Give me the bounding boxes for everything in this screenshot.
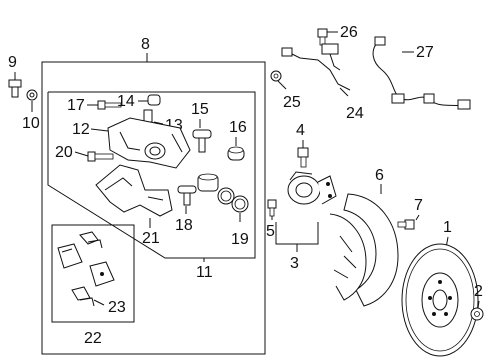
callout-10: 10 [22, 115, 40, 132]
disc-screw-icon [470, 307, 484, 321]
caliper-kit-outline [47, 91, 256, 259]
callout-2: 2 [474, 283, 483, 300]
callout-26: 26 [340, 24, 358, 41]
callout-3: 3 [290, 255, 299, 272]
bracket-bolt-icon [87, 151, 114, 162]
callout-5: 5 [266, 223, 275, 240]
leader-2 [477, 300, 480, 309]
guide-pin-icon [192, 129, 212, 153]
sensor-bolt-icon [317, 28, 328, 46]
callout-23: 23 [108, 299, 126, 316]
brake-pad-icon [57, 243, 83, 269]
callout-7: 7 [414, 197, 423, 214]
brake-hose-icon [281, 43, 351, 91]
guide-pin-lower-icon [177, 185, 197, 206]
leader-7 [415, 214, 420, 221]
shield-bolt-icon [397, 219, 415, 230]
callout-19: 19 [231, 231, 249, 248]
caliper-assembly-frame [41, 61, 266, 355]
callout-17: 17 [67, 97, 85, 114]
callout-24: 24 [346, 105, 364, 122]
caliper-housing-icon [107, 117, 191, 169]
bolt-icon [8, 79, 22, 98]
shim-icon [71, 286, 95, 307]
bleeder-screw-icon [143, 109, 153, 123]
pin-boot-icon [227, 146, 245, 161]
leader-25 [277, 80, 287, 90]
bracket-3 [275, 222, 319, 245]
brake-disc-icon [401, 243, 479, 357]
callout-14: 14 [117, 93, 135, 110]
hose-clip-icon [270, 70, 282, 82]
leader-20 [74, 151, 89, 157]
wheel-hub-icon [287, 171, 337, 205]
piston-icon [197, 173, 219, 192]
callout-6: 6 [375, 167, 384, 184]
callout-18: 18 [175, 217, 193, 234]
leader-13 [153, 121, 164, 125]
guide-bolt-icon [97, 100, 122, 110]
callout-25: 25 [283, 94, 301, 111]
callout-12: 12 [72, 121, 90, 138]
caliper-bracket-icon [95, 164, 173, 217]
callout-21: 21 [142, 230, 160, 247]
dust-boot-icon [231, 195, 249, 213]
hub-bolt-icon [297, 147, 309, 168]
pad-clip-icon [79, 231, 103, 249]
washer-icon [26, 89, 38, 101]
callout-16: 16 [229, 119, 247, 136]
callout-9: 9 [8, 54, 17, 71]
callout-22: 22 [84, 330, 102, 347]
piston-seal-icon [217, 187, 235, 205]
hub-mount-bolt-icon [267, 199, 277, 217]
callout-11: 11 [196, 264, 213, 281]
brake-pad-outer-icon [89, 261, 115, 287]
callout-20: 20 [55, 144, 73, 161]
bleeder-cap-icon [147, 94, 161, 106]
callout-1: 1 [443, 219, 452, 236]
dust-shield-icon [329, 193, 399, 307]
leader-23 [93, 299, 105, 306]
callout-27: 27 [416, 44, 434, 61]
callout-15: 15 [191, 101, 209, 118]
leader-12 [90, 128, 109, 132]
callout-8: 8 [141, 36, 150, 53]
leader-24 [339, 87, 349, 97]
pad-kit-frame [51, 224, 135, 323]
wheel-speed-sensor-icon [372, 36, 471, 110]
callout-4: 4 [296, 122, 305, 139]
